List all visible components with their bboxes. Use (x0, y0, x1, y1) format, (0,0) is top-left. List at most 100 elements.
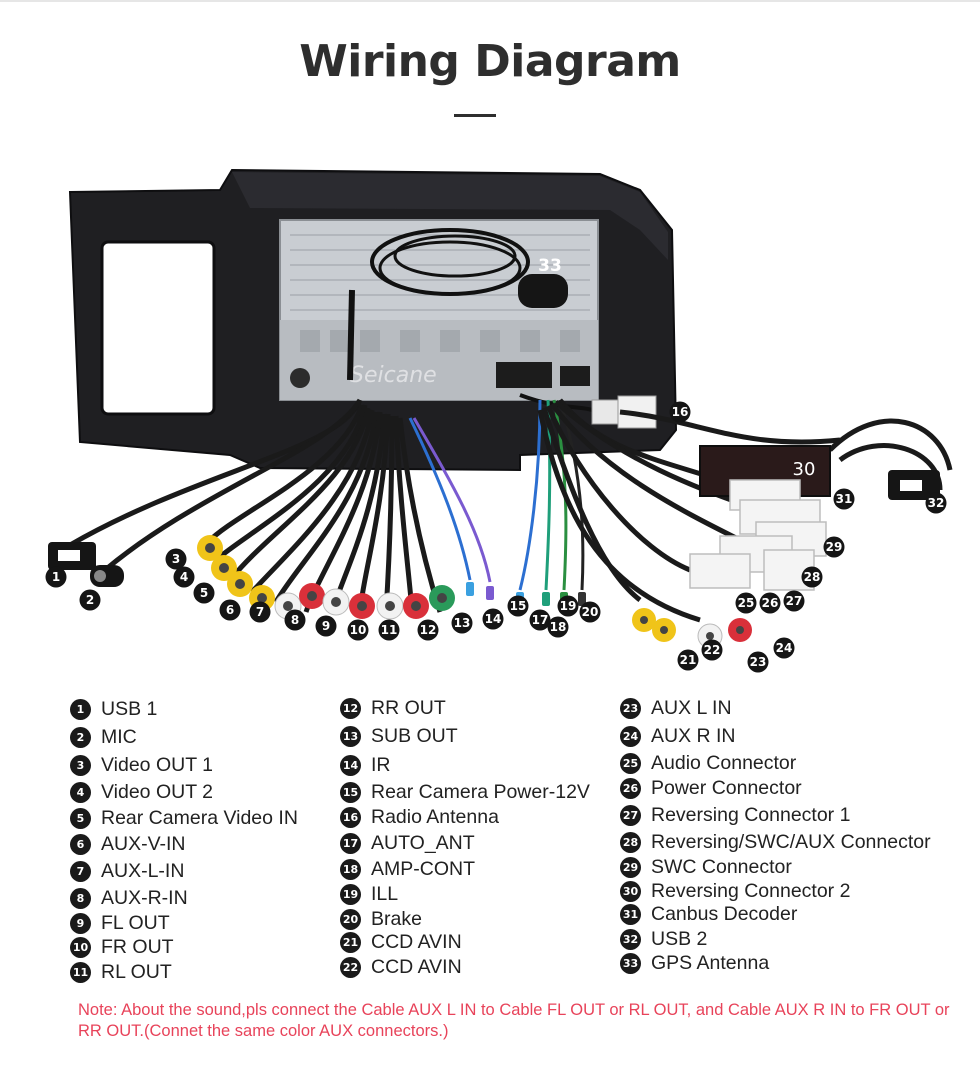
legend-number-badge: 11 (70, 962, 91, 983)
callout-circle (482, 608, 504, 630)
legend-label: USB 2 (651, 928, 708, 950)
callout-number: 6 (226, 603, 234, 617)
callout-circle (378, 619, 400, 641)
callout-circle (801, 566, 823, 588)
legend-label: Rear Camera Video IN (101, 807, 298, 829)
legend-number-badge: 15 (340, 782, 361, 803)
callout-number: 14 (485, 612, 502, 626)
callout-number: 22 (704, 643, 721, 657)
callout-circle (701, 639, 723, 661)
callout-number: 15 (510, 599, 527, 613)
callout-circle (219, 599, 241, 621)
callout-number: 31 (836, 492, 853, 506)
callout-33: 33 (538, 256, 562, 276)
legend-number-badge: 30 (620, 881, 641, 902)
legend-label: AMP-CONT (371, 858, 475, 880)
callout-1: 1 (45, 566, 67, 588)
legend-label: MIC (101, 726, 137, 748)
callout-circle (579, 601, 601, 623)
callout-4: 4 (173, 566, 195, 588)
callout-circle (773, 637, 795, 659)
callout-20: 20 (579, 601, 601, 623)
callout-circle (451, 612, 473, 634)
top-divider (0, 0, 980, 2)
legend-number-badge: 3 (70, 755, 91, 776)
callout-circle (249, 601, 271, 623)
legend-label: IR (371, 754, 391, 776)
callout-circle (823, 536, 845, 558)
legend-number-badge: 29 (620, 857, 641, 878)
legend-number-badge: 19 (340, 884, 361, 905)
callout-number: 1 (52, 570, 60, 584)
legend-item-2: 2 MIC (70, 726, 137, 749)
callout-number: 10 (350, 623, 367, 637)
legend-label: Brake (371, 908, 422, 930)
callout-circle (347, 619, 369, 641)
callout-circle (417, 619, 439, 641)
legend-number-badge: 2 (70, 727, 91, 748)
callout-26: 26 (759, 592, 781, 614)
legend-number-badge: 21 (340, 932, 361, 953)
callout-6: 6 (219, 599, 241, 621)
callout-18: 18 (547, 616, 569, 638)
callout-number: 2 (86, 593, 94, 607)
legend-label: USB 1 (101, 698, 158, 720)
callout-circle (173, 566, 195, 588)
legend-number-badge: 20 (340, 909, 361, 930)
callout-number: 9 (322, 619, 330, 633)
legend-number-badge: 27 (620, 805, 641, 826)
callout-circle (315, 615, 337, 637)
legend-number-badge: 1 (70, 699, 91, 720)
connection-note: Note: About the sound,pls connect the Ca… (78, 1001, 950, 1040)
legend-label: FR OUT (101, 936, 174, 958)
legend-label: Video OUT 2 (101, 781, 214, 803)
legend-label: Canbus Decoder (651, 903, 798, 925)
callout-circle (193, 582, 215, 604)
page-title: Wiring Diagram (299, 36, 681, 87)
legend-label: CCD AVIN (371, 956, 462, 978)
legend-item-1: 1 USB 1 (70, 698, 157, 721)
legend-number-badge: 8 (70, 888, 91, 909)
legend-number-badge: 17 (340, 833, 361, 854)
legend-number-badge: 26 (620, 778, 641, 799)
legend-number-badge: 18 (340, 859, 361, 880)
callout-number: 13 (454, 616, 471, 630)
callout-number: 19 (560, 599, 577, 613)
callout-number: 25 (738, 596, 755, 610)
callout-number: 4 (180, 570, 188, 584)
legend-number-badge: 25 (620, 753, 641, 774)
callout-5: 5 (193, 582, 215, 604)
watermark-text: Seicane (350, 363, 437, 388)
callout-circle (557, 595, 579, 617)
callout-circle (783, 590, 805, 612)
legend-number-badge: 13 (340, 726, 361, 747)
callout-14: 14 (482, 608, 504, 630)
legend-label: AUX-L-IN (101, 860, 185, 882)
callout-number: 7 (256, 605, 264, 619)
legend-item-20: 20 Brake (340, 908, 422, 931)
legend-label: Reversing Connector 2 (651, 880, 851, 902)
callout-circle (507, 595, 529, 617)
legend-number-badge: 32 (620, 929, 641, 950)
legend-label: AUX-V-IN (101, 833, 186, 855)
callout-9: 9 (315, 615, 337, 637)
callout-circle (165, 548, 187, 570)
callout-circle (747, 651, 769, 673)
usb2-plug (888, 470, 940, 500)
ccd-aux-rca (632, 608, 752, 649)
callout-circle (677, 649, 699, 671)
